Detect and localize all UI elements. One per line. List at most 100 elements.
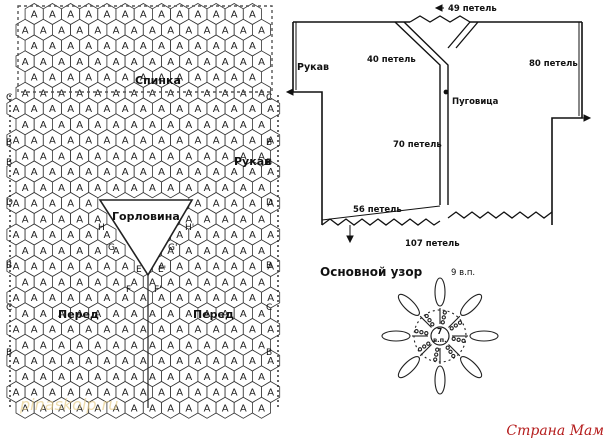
hexagon-letter: A (94, 372, 101, 383)
hexagon-letter: A (85, 10, 92, 21)
hexagon-letter: A (67, 104, 74, 115)
hexagon-letter: A (222, 340, 229, 351)
join-letter-left: D (6, 198, 13, 208)
hexagon-letter: A (58, 120, 65, 131)
pattern-title: Основной узор (320, 265, 423, 279)
hexagon-letter: A (67, 388, 74, 399)
hexagon-letter: A (231, 10, 238, 21)
hexagon-letter: A (195, 41, 202, 52)
label-neckline: Горловина (112, 210, 180, 223)
hexagon-letter: A (267, 356, 274, 367)
hexagon-letter: A (31, 388, 38, 399)
hexagon-letter: A (185, 277, 192, 288)
hexagon-letter: A (267, 388, 274, 399)
hexagon-letter: A (267, 199, 274, 210)
hexagon-letter: A (40, 183, 47, 194)
hexagon-letter: A (249, 230, 256, 241)
label-80: 80 петель (529, 59, 578, 69)
hexagon-letter: A (85, 41, 92, 52)
hexagon-letter: A (22, 309, 29, 320)
hexagon-letter: A (185, 57, 192, 68)
join-letter-neck-right: H' (185, 223, 194, 233)
hexagon-letter: A (131, 372, 138, 383)
join-letter-neck-left: F (126, 285, 131, 295)
hexagon-letter: A (258, 372, 265, 383)
hexagon-letter: A (149, 183, 156, 194)
chain-stitch (430, 322, 435, 327)
hexagon-letter: A (222, 309, 229, 320)
hexagon-letter: A (185, 309, 192, 320)
hexagon-letter: A (58, 151, 65, 162)
hexagon-letter: A (31, 167, 38, 178)
hexagon-letter: A (85, 325, 92, 336)
hexagon-letter: A (58, 214, 65, 225)
hexagon-letter: A (49, 199, 56, 210)
hexagon-letter: A (76, 340, 83, 351)
hexagon-letter: A (104, 293, 111, 304)
join-letter-neck-left: E (136, 265, 142, 275)
hexagon-letter: A (113, 88, 120, 99)
hexagon-letter: A (94, 57, 101, 68)
hexagon-letter: A (258, 309, 265, 320)
hexagon-letter: A (222, 57, 229, 68)
chain-stitch (448, 349, 453, 354)
hexagon-letter: A (185, 183, 192, 194)
hexagon-letter: A (76, 57, 83, 68)
hexagon-letter: A (13, 136, 20, 147)
hexagon-letter: A (94, 120, 101, 131)
hexagon-letter: A (140, 325, 147, 336)
label-70: 70 петель (393, 140, 442, 150)
hexagon-letter: A (231, 199, 238, 210)
hexagon-letter: A (113, 120, 120, 131)
hexagon-letter: A (113, 309, 120, 320)
hexagon-letter: A (249, 199, 256, 210)
hexagon-letter: A (149, 309, 156, 320)
petal-chain-loop (397, 356, 420, 379)
hexagon-letter: A (13, 356, 20, 367)
hexagon-letter: A (240, 57, 247, 68)
hexagon-letter: A (76, 88, 83, 99)
hexagon-letter: A (94, 340, 101, 351)
join-letter-left: B (6, 138, 12, 148)
label-back: Спинка (135, 74, 181, 87)
hexagon-letter: A (231, 41, 238, 52)
hexagon-letter: A (22, 214, 29, 225)
join-letter-neck-left: G (108, 243, 115, 253)
hexagon-letter: A (149, 88, 156, 99)
hexagon-letter: A (67, 230, 74, 241)
hexagon-letter: A (195, 199, 202, 210)
hexagon-letter: A (22, 120, 29, 131)
hexagon-letter: A (231, 73, 238, 84)
chain-stitch (449, 326, 454, 331)
hexagon-letter: A (13, 167, 20, 178)
chain-stitch (456, 337, 461, 342)
hexagon-letter: A (22, 246, 29, 257)
hexagon-letter: A (140, 388, 147, 399)
hexagon-letter: A (31, 136, 38, 147)
join-letter-right: B (266, 261, 272, 271)
hexagon-letter: A (240, 25, 247, 36)
hexagon-letter: A (176, 325, 183, 336)
hexagon-letter: A (204, 340, 211, 351)
hexagon-letter: A (240, 151, 247, 162)
hexagon-letter: A (185, 214, 192, 225)
hexagon-letter: A (94, 214, 101, 225)
hexagon-letter: A (222, 277, 229, 288)
hexagon-letter: A (204, 183, 211, 194)
hexagon-letter: A (94, 277, 101, 288)
hexagon-letter: A (267, 167, 274, 178)
hexagon-letter: A (140, 356, 147, 367)
join-letter-neck-right: E' (158, 265, 166, 275)
hexagon-letter: A (249, 41, 256, 52)
hexagon-letter: A (40, 277, 47, 288)
hexagon-letter: A (249, 73, 256, 84)
center-label-bottom: в.п. (433, 336, 447, 344)
hexagon-letter: A (158, 41, 165, 52)
hexagon-letter: A (49, 262, 56, 273)
hexagon-letter: A (204, 214, 211, 225)
label-sleeve-left-diagram: Рукав (234, 155, 271, 168)
spoke-stitch (419, 315, 432, 328)
chain-stitch (440, 320, 445, 325)
hexagon-letter: A (240, 88, 247, 99)
hexagon-letter: A (258, 57, 265, 68)
